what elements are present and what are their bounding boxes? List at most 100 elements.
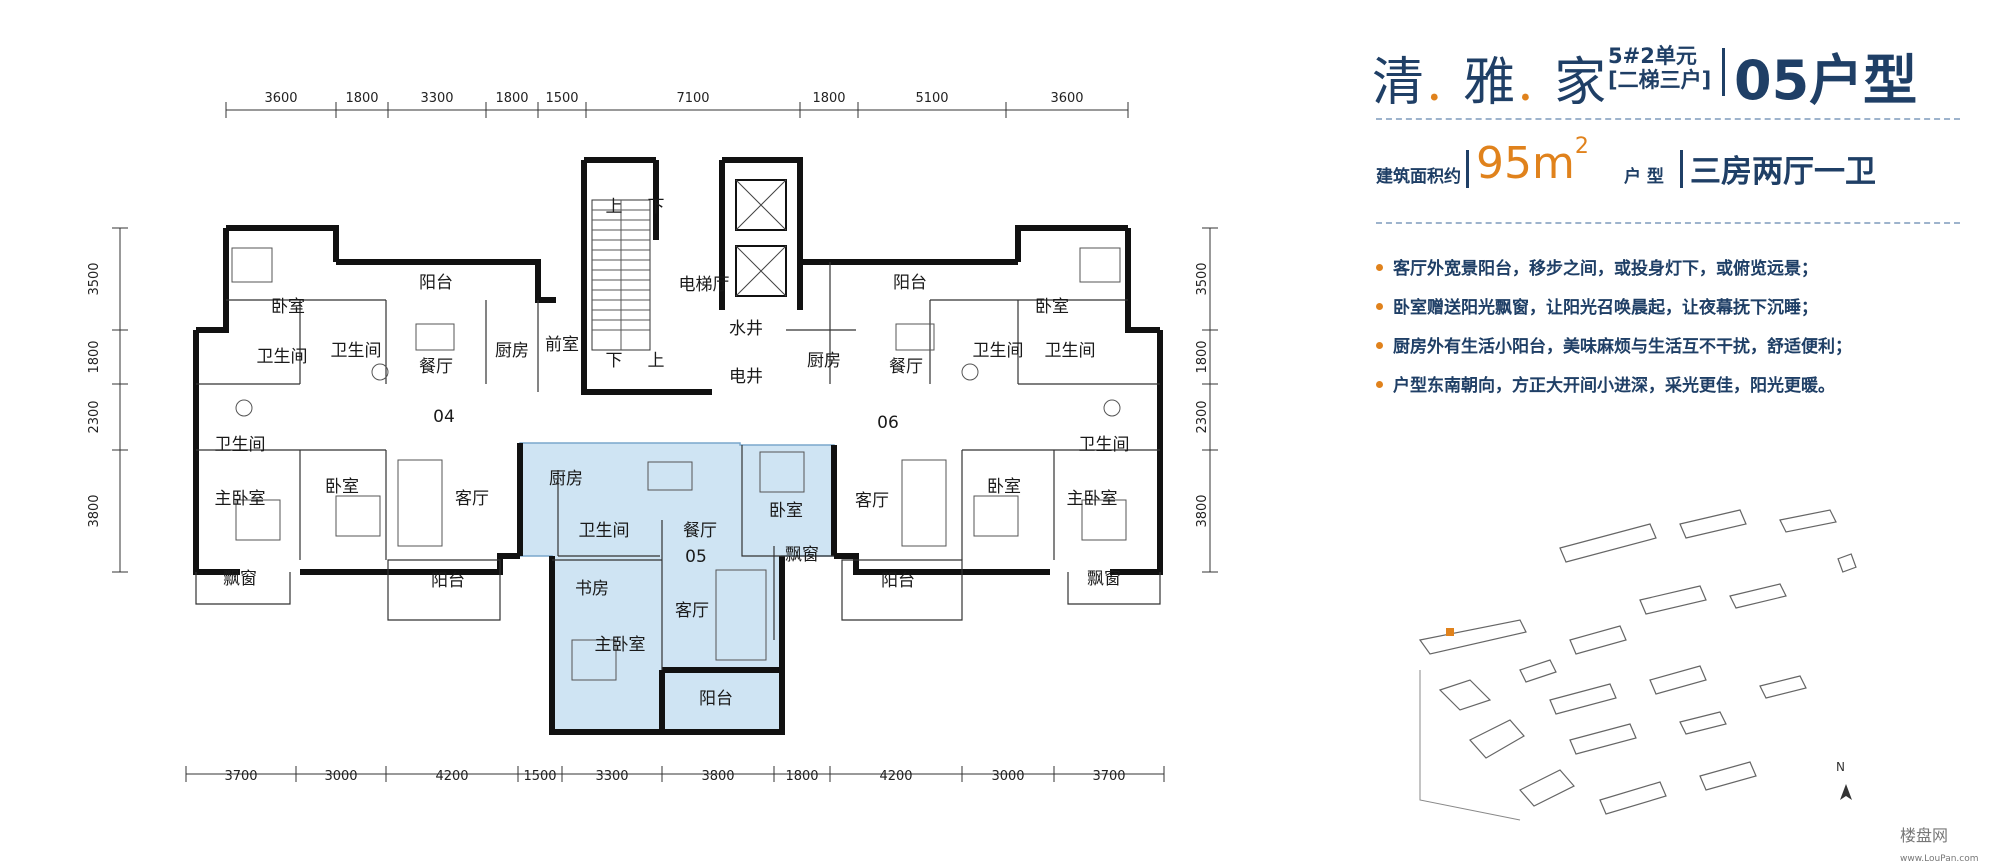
label-balcony-06-bottom: 阳台: [881, 571, 915, 591]
label-bay-05: 飘窗: [785, 545, 819, 565]
feature-list: 客厅外宽景阳台，移步之间，或投身灯下，或俯览远景； 卧室赠送阳光飘窗，让阳光召唤…: [1376, 258, 1852, 414]
unit-info: 5#2单元 [二梯三户]: [1608, 44, 1711, 92]
label-bedroom-06-b: 卧室: [987, 477, 1021, 497]
label-study-05: 书房: [575, 579, 609, 599]
dim-bottom-4: 1500: [523, 769, 556, 784]
dim-top-8: 5100: [915, 91, 948, 106]
interior-walls: [195, 262, 1161, 670]
house-type-label: 户 型: [1624, 167, 1664, 187]
label-bath-05: 卫生间: [579, 521, 630, 541]
dim-right-1: 3500: [1195, 262, 1210, 295]
label-elevator-hall: 电梯厅: [679, 275, 730, 295]
label-living-06: 客厅: [855, 491, 889, 511]
dim-right-4: 3800: [1195, 494, 1210, 527]
unit-06-labels: 阳台 卧室 卫生间 卫生间 厨房 餐厅 06 卫生间 客厅 卧室 主卧室 阳台 …: [807, 273, 1130, 591]
label-down-1: 下: [648, 197, 665, 217]
bullet-icon: [1376, 303, 1383, 310]
label-bath-04-c: 卫生间: [215, 435, 266, 455]
label-unit-05: 05: [685, 547, 707, 567]
project-brand: 清. 雅. 家: [1372, 53, 1609, 113]
label-bath-06-c: 卫生间: [1079, 435, 1130, 455]
area-unit-sup: 2: [1574, 134, 1589, 159]
dim-bottom-3: 4200: [435, 769, 468, 784]
label-dining-06: 餐厅: [889, 357, 923, 377]
label-master-04: 主卧室: [215, 489, 266, 509]
dim-top-5: 1500: [545, 91, 578, 106]
label-living-04: 客厅: [455, 489, 489, 509]
label-up-2: 上: [648, 351, 665, 371]
area-value: 95m2: [1476, 134, 1589, 189]
label-master-05: 主卧室: [595, 635, 646, 655]
core-labels: 上 下 下 上 电梯厅 水井 电井: [606, 197, 764, 387]
dim-bottom-1: 3700: [224, 769, 257, 784]
dim-top-1: 3600: [264, 91, 297, 106]
elevators: [735, 179, 787, 297]
divider-middle: [1376, 222, 1960, 224]
north-arrow-icon: [1840, 784, 1852, 800]
unit-building: 5#2单元: [1608, 44, 1697, 68]
separator: [1680, 150, 1683, 188]
feature-item: 客厅外宽景阳台，移步之间，或投身灯下，或俯览远景；: [1376, 258, 1852, 297]
house-type-value: 三房两厅一卫: [1690, 154, 1876, 190]
floor-plan: 3600 1800 3300 1800 1500 7100 1800 5100 …: [87, 91, 1218, 784]
feature-item: 厨房外有生活小阳台，美味麻烦与生活互不干扰，舒适便利；: [1376, 336, 1852, 375]
label-unit-06: 06: [877, 413, 899, 433]
dim-bottom-5: 3300: [595, 769, 628, 784]
stair: [591, 199, 651, 351]
unit-05-labels: 厨房 卫生间 餐厅 05 卧室 飘窗 书房 客厅 主卧室 阳台: [549, 469, 819, 709]
brand-char-3: 家: [1554, 53, 1609, 113]
label-water-shaft: 水井: [729, 319, 763, 339]
dim-bottom-8: 4200: [879, 769, 912, 784]
dim-top-3: 3300: [420, 91, 453, 106]
label-balcony-06-top: 阳台: [893, 273, 927, 293]
dim-top-6: 7100: [676, 91, 709, 106]
label-bay-04: 飘窗: [223, 569, 257, 589]
label-dining-05: 餐厅: [683, 521, 717, 541]
dim-top-9: 3600: [1050, 91, 1083, 106]
bullet-icon: [1376, 342, 1383, 349]
label-unit-04: 04: [433, 407, 455, 427]
separator: [1466, 150, 1469, 188]
label-kitchen-06: 厨房: [807, 351, 841, 371]
label-bay-06: 飘窗: [1087, 569, 1121, 589]
label-vestibule: 前室: [545, 335, 579, 355]
label-bedroom-04-b: 卧室: [325, 477, 359, 497]
label-bedroom-05: 卧室: [769, 501, 803, 521]
north-label: N: [1836, 760, 1845, 774]
label-bath-06-b: 卫生间: [1045, 341, 1096, 361]
bullet-icon: [1376, 381, 1383, 388]
furniture: [231, 247, 1127, 681]
label-bath-06-a: 卫生间: [973, 341, 1024, 361]
dim-bottom-7: 1800: [785, 769, 818, 784]
area-label: 建筑面积约: [1376, 167, 1461, 187]
dim-left-3: 2300: [87, 400, 102, 433]
dim-right-3: 2300: [1195, 400, 1210, 433]
label-bath-04-b: 卫生间: [331, 341, 382, 361]
label-down-2: 下: [606, 351, 623, 371]
watermark: 楼盘网 www.LouPan.com: [1900, 822, 2000, 865]
label-living-05: 客厅: [675, 601, 709, 621]
label-dining-04: 餐厅: [419, 357, 453, 377]
feature-item: 户型东南朝向，方正大开间小进深，采光更佳，阳光更暖。: [1376, 375, 1852, 414]
label-balcony-04-bottom: 阳台: [431, 571, 465, 591]
dim-right-2: 1800: [1195, 340, 1210, 373]
dims-left: 3500 1800 2300 3800: [87, 262, 102, 527]
dimension-lines: [112, 102, 1218, 782]
area-number: 95m: [1476, 138, 1575, 189]
brand-char-1: 清: [1372, 53, 1427, 113]
dims-top: 3600 1800 3300 1800 1500 7100 1800 5100 …: [264, 91, 1083, 106]
label-kitchen-04: 厨房: [495, 341, 529, 361]
dim-top-2: 1800: [345, 91, 378, 106]
label-bath-04-a: 卫生间: [257, 347, 308, 367]
dim-bottom-9: 3000: [991, 769, 1024, 784]
dim-top-4: 1800: [495, 91, 528, 106]
watermark-text: 楼盘网: [1900, 826, 1949, 845]
bullet-icon: [1376, 264, 1383, 271]
dims-bottom: 3700 3000 4200 1500 3300 3800 1800 4200 …: [224, 769, 1125, 784]
label-balcony-04-top: 阳台: [419, 273, 453, 293]
dim-left-2: 1800: [87, 340, 102, 373]
dim-left-4: 3800: [87, 494, 102, 527]
label-elec-shaft: 电井: [729, 367, 763, 387]
label-up-1: 上: [606, 197, 623, 217]
dim-bottom-2: 3000: [324, 769, 357, 784]
